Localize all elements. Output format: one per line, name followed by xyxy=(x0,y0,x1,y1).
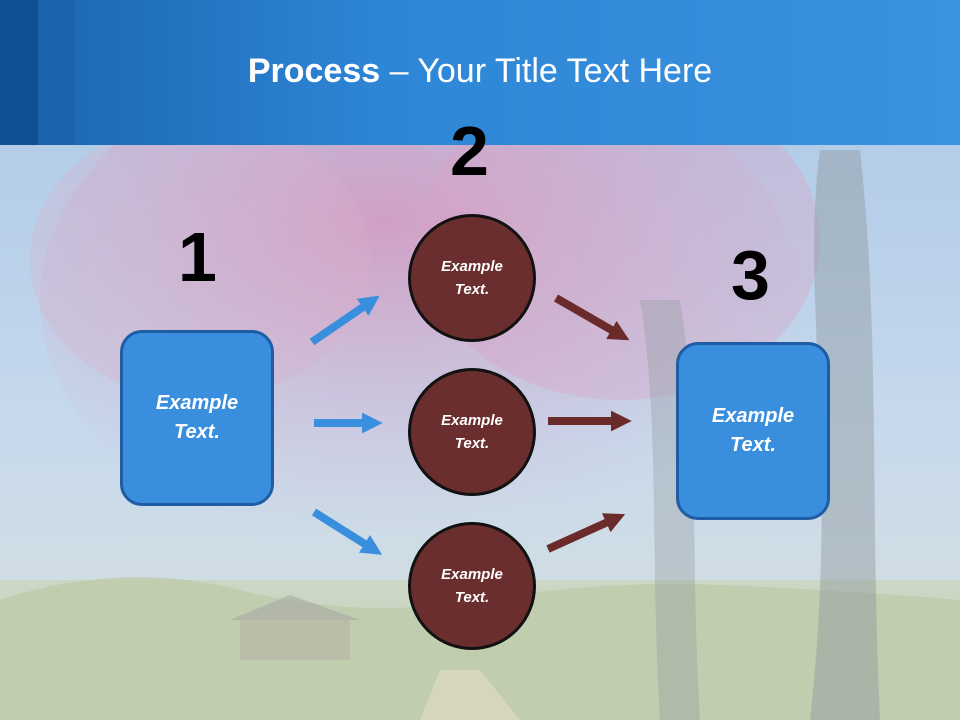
circle-top-line2: Text. xyxy=(454,281,490,298)
circle-top-line1: Example xyxy=(441,258,503,275)
circle-top: Example Text. xyxy=(408,214,536,342)
slide-title: Process – Your Title Text Here xyxy=(0,52,960,91)
step-number-2: 2 xyxy=(450,112,489,190)
title-bar-accent-dark xyxy=(0,0,38,145)
circle-top-text: Example Text. xyxy=(441,255,503,301)
title-bar xyxy=(0,0,960,145)
circle-middle-line1: Example xyxy=(441,412,503,429)
left-box: Example Text. xyxy=(120,330,274,506)
title-rest: – Your Title Text Here xyxy=(380,52,713,90)
left-box-text: Example Text. xyxy=(156,389,238,447)
circle-middle-text: Example Text. xyxy=(441,409,503,455)
step-number-1: 1 xyxy=(178,218,217,296)
left-box-line1: Example xyxy=(155,392,239,414)
title-bold: Process xyxy=(247,52,381,90)
title-bar-accent xyxy=(38,0,75,145)
left-box-line2: Text. xyxy=(174,421,220,443)
circle-bottom-line2: Text. xyxy=(454,589,490,606)
circle-middle: Example Text. xyxy=(408,368,536,496)
circle-bottom-line1: Example xyxy=(441,566,503,583)
circle-bottom-text: Example Text. xyxy=(441,563,503,609)
circle-bottom: Example Text. xyxy=(408,522,536,650)
right-box-line2: Text. xyxy=(730,434,776,456)
right-box-text: Example Text. xyxy=(712,402,794,460)
right-box: Example Text. xyxy=(676,342,830,520)
step-number-3: 3 xyxy=(731,236,770,314)
right-box-line1: Example xyxy=(711,405,795,427)
circle-middle-line2: Text. xyxy=(454,435,490,452)
